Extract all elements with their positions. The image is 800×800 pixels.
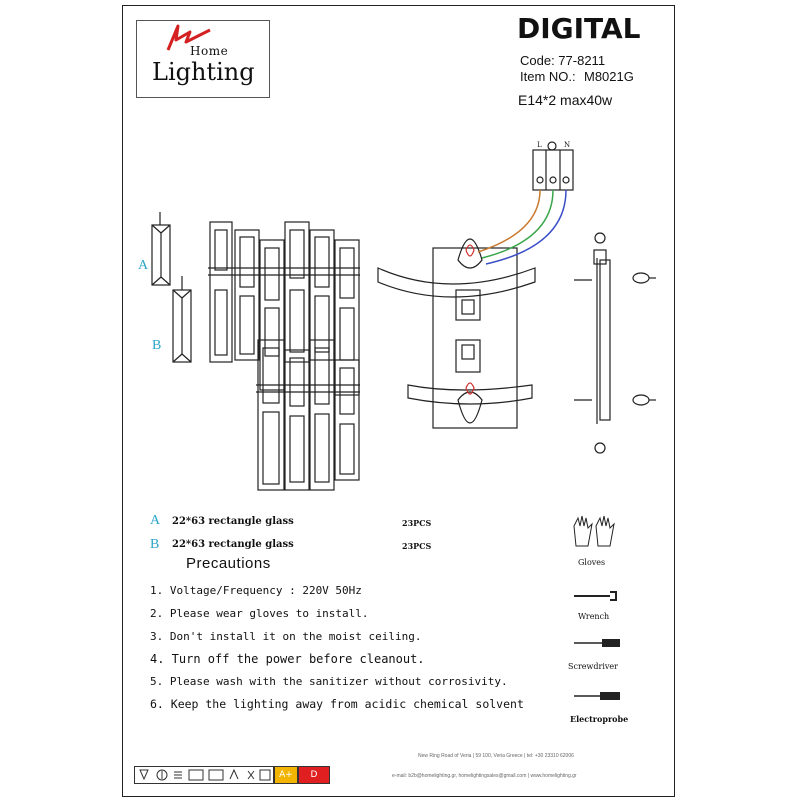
- wire-label-l: L: [537, 141, 542, 149]
- item-number-label: Item NO.:: [520, 69, 576, 84]
- precaution-4: 4. Turn off the power before cleanout.: [150, 652, 425, 666]
- product-title: DIGITAL: [517, 12, 641, 45]
- item-number: M8021G: [584, 69, 634, 84]
- wire-label-n: N: [564, 141, 571, 149]
- label-a: A: [138, 258, 149, 273]
- logo-home-text: Home: [190, 44, 229, 58]
- part-b-letter: B: [150, 537, 160, 552]
- certification-icons: [134, 766, 274, 784]
- precaution-2: 2. Please wear gloves to install.: [150, 607, 369, 620]
- tool-label-wrench: Wrench: [578, 612, 610, 621]
- glass-piece-a: [151, 224, 171, 286]
- footer-contact: e-mail: b2b@homelighting.gr, homelightin…: [392, 773, 577, 779]
- part-a-desc: 22*63 rectangle glass: [172, 516, 294, 527]
- energy-class-badge: A+: [274, 766, 298, 784]
- page-frame: [122, 5, 675, 797]
- gloves-icon: [573, 515, 615, 547]
- logo-icon: [166, 24, 211, 51]
- tool-label-electroprobe: Electroprobe: [570, 714, 629, 724]
- part-b-desc: 22*63 rectangle glass: [172, 539, 294, 550]
- wrench-icon: [574, 591, 617, 601]
- energy-range-end: D: [298, 766, 330, 784]
- part-a-qty: 23PCS: [402, 518, 432, 528]
- electroprobe-icon: [574, 692, 620, 700]
- footer-address: New Ring Road of Veria | 59 100, Veria G…: [418, 753, 574, 759]
- lamp-spec: E14*2 max40w: [518, 92, 613, 108]
- precaution-1: 1. Voltage/Frequency : 220V 50Hz: [150, 584, 362, 597]
- product-code: Code: 77-8211: [520, 53, 606, 68]
- screwdriver-icon: [574, 639, 620, 647]
- logo-lighting-text: Lighting: [152, 58, 255, 86]
- precaution-5: 5. Please wash with the sanitizer withou…: [150, 675, 508, 688]
- part-a-letter: A: [150, 513, 161, 528]
- label-b: B: [152, 338, 162, 353]
- part-b-qty: 23PCS: [402, 541, 432, 551]
- precautions-title: Precautions: [186, 555, 271, 572]
- tool-label-gloves: Gloves: [578, 558, 606, 567]
- tool-label-screwdriver: Screwdriver: [568, 662, 618, 671]
- precaution-3: 3. Don't install it on the moist ceiling…: [150, 630, 422, 643]
- logo-box: [136, 20, 270, 98]
- precaution-6: 6. Keep the lighting away from acidic ch…: [150, 697, 524, 711]
